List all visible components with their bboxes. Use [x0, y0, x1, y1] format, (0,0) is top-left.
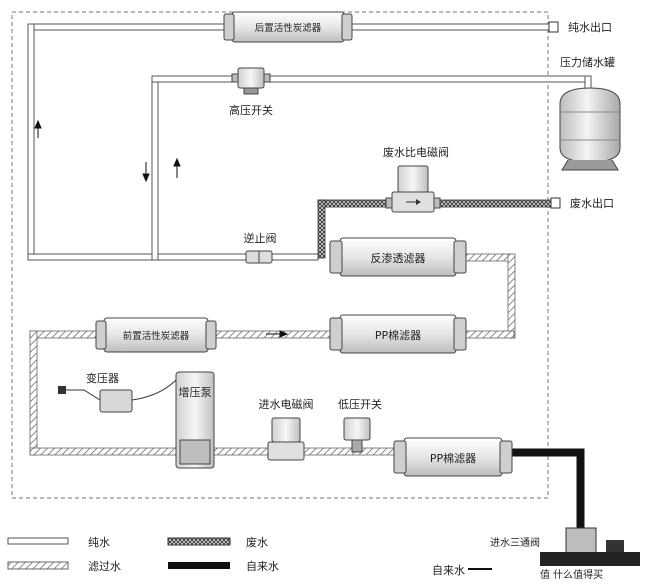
inlet-solenoid-valve	[267, 417, 305, 461]
pressure-tank	[559, 87, 621, 171]
pure-water-outlet-label: 纯水出口	[568, 20, 612, 34]
flow-arrows	[34, 119, 289, 338]
low-pressure-switch	[343, 417, 371, 453]
legend-label-filtered: 滤过水	[88, 560, 121, 573]
tap-water-inlet-label: 自来水	[432, 564, 465, 577]
transformer-label: 变压器	[86, 371, 119, 385]
legend-swatch-filtered	[7, 561, 69, 570]
pp-filter-upper-label: PP棉滤器	[375, 328, 421, 342]
waste-ratio-valve	[385, 165, 441, 213]
housing-frame	[11, 11, 549, 499]
post-carbon-filter-label: 后置活性炭滤器	[255, 22, 322, 34]
inlet-solenoid-valve-label: 进水电磁阀	[259, 397, 314, 411]
waste-water-outlet-label: 废水出口	[570, 196, 614, 210]
high-pressure-switch	[231, 67, 271, 95]
legend-label-waste: 废水	[246, 535, 268, 549]
pre-carbon-filter: 前置活性炭滤器	[95, 317, 217, 353]
legend-swatch-pure	[7, 537, 69, 545]
pure-water-pipes	[27, 23, 592, 261]
legend-swatch-tap	[168, 562, 230, 569]
pre-carbon-filter-label: 前置活性炭滤器	[123, 330, 190, 342]
low-pressure-switch-label: 低压开关	[338, 397, 382, 411]
high-pressure-switch-label: 高压开关	[229, 103, 273, 117]
post-carbon-filter: 后置活性炭滤器	[223, 11, 353, 43]
pp-filter-lower: PP棉滤器	[393, 437, 513, 477]
check-valve	[245, 250, 273, 264]
ro-filter: 反渗透滤器	[329, 237, 467, 277]
three-way-valve	[540, 527, 640, 566]
pressure-tank-label: 压力储水罐	[560, 55, 615, 69]
three-way-valve-label: 进水三通阀	[490, 536, 540, 549]
ro-filter-label: 反渗透滤器	[371, 251, 426, 265]
booster-pump: 增压泵	[175, 371, 215, 469]
waste-water-outlet-cap	[550, 197, 561, 209]
pp-filter-lower-label: PP棉滤器	[430, 451, 476, 465]
pure-water-outlet-cap	[548, 21, 559, 33]
tap-water-pipe	[499, 448, 585, 530]
check-valve-label: 逆止阀	[244, 231, 277, 245]
legend: 纯水 废水 滤过水 自来水	[7, 535, 279, 573]
pp-filter-upper: PP棉滤器	[329, 314, 467, 354]
booster-pump-label: 增压泵	[179, 385, 212, 399]
transformer	[58, 379, 177, 413]
watermark: 值 什么值得买	[540, 568, 603, 581]
legend-label-tap: 自来水	[246, 560, 279, 573]
legend-swatch-waste	[167, 537, 231, 546]
waste-ratio-valve-label: 废水比电磁阀	[383, 145, 449, 159]
legend-label-pure: 纯水	[88, 536, 110, 549]
